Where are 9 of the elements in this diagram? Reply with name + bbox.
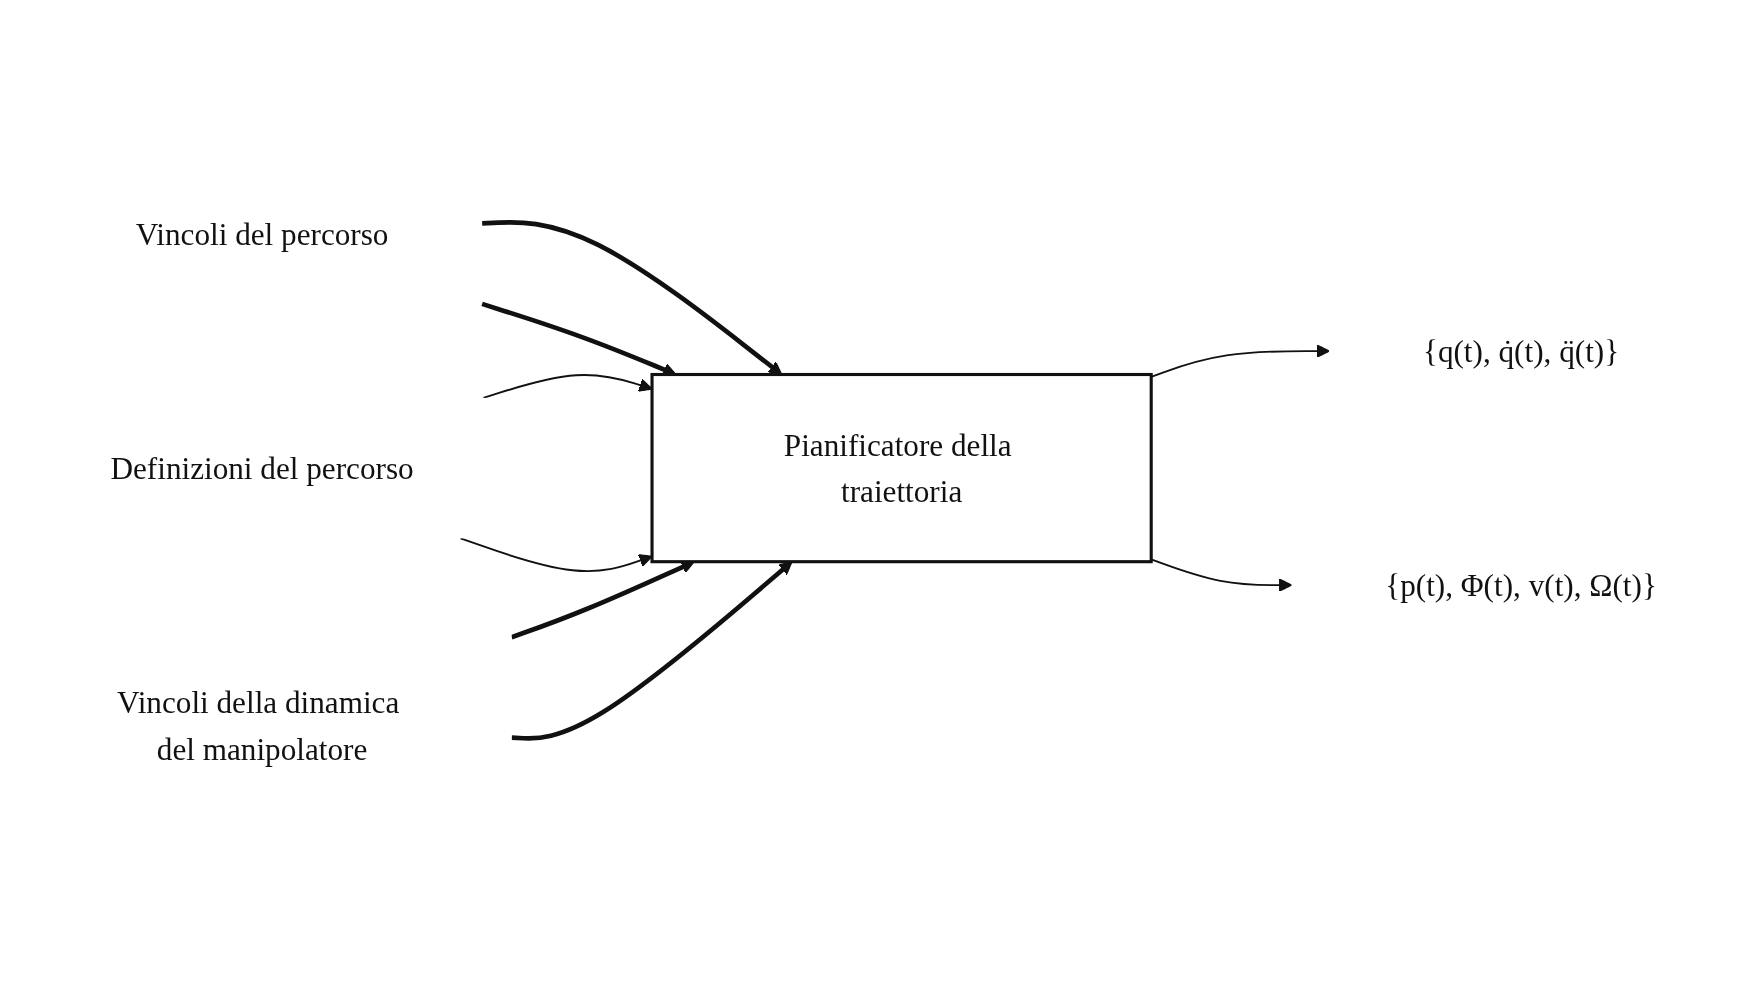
node-text: Definizioni del percorso — [110, 450, 414, 486]
arrow — [1150, 558, 1293, 592]
node-text: Vincoli della dinamica del manipolatore — [117, 684, 400, 767]
arrow — [511, 561, 793, 741]
arrow — [1150, 344, 1330, 378]
node-text: {p(t), Φ(t), v(t), Ω(t)} — [1385, 567, 1657, 603]
node-box: Pianificatore della traiettoria — [650, 372, 1153, 564]
node-text: {q(t), q̇(t), q̈(t)} — [1422, 333, 1620, 369]
node-text: Vincoli del percorso — [135, 216, 389, 252]
